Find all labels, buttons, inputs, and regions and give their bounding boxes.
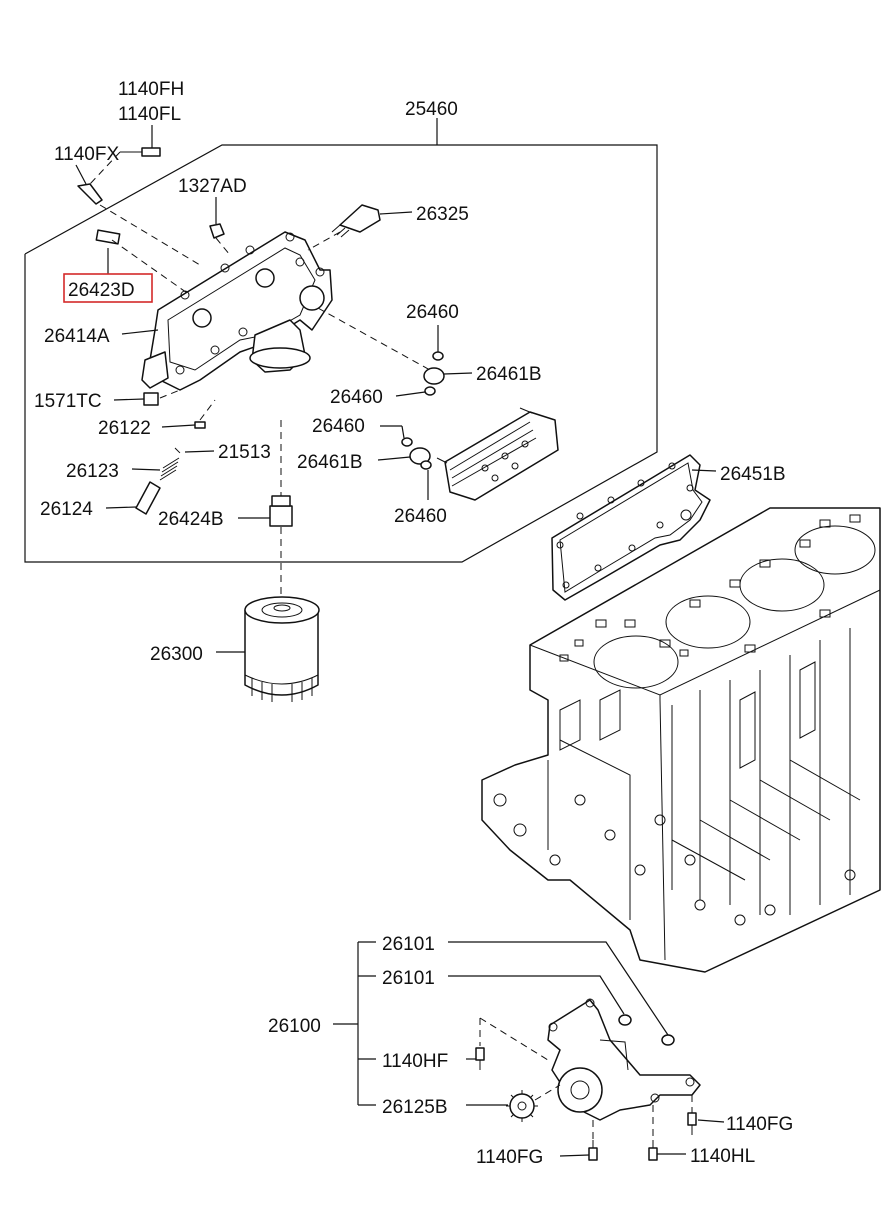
fitting-26424b (269, 495, 293, 527)
label-26124: 26124 (40, 499, 93, 520)
label-26460-lower: 26460 (312, 416, 365, 437)
valve-26124 (135, 481, 161, 515)
label-26123: 26123 (66, 461, 119, 482)
label-26100: 26100 (268, 1016, 321, 1037)
label-26101-b: 26101 (382, 968, 435, 989)
label-1327ad: 1327AD (178, 176, 247, 197)
highlight-box-26423d (63, 273, 153, 303)
label-26414a: 26414A (44, 326, 110, 347)
label-1140hl: 1140HL (690, 1146, 755, 1167)
o-ring (424, 386, 436, 396)
label-26461b-lower: 26461B (297, 452, 363, 473)
o-ring (401, 437, 413, 447)
pin-26122 (194, 421, 206, 429)
o-ring (423, 367, 445, 385)
label-1140fh: 1140FH (118, 79, 184, 100)
label-26460-mid: 26460 (330, 387, 383, 408)
bolt-1140fx (77, 183, 103, 205)
label-21513: 21513 (218, 442, 271, 463)
bolt-26423d (95, 229, 121, 245)
spring-26123 (159, 457, 180, 481)
nut-1327ad (209, 223, 225, 239)
part-labels: 25460 1140FH 1140FL 1140FX 1327AD 26325 … (34, 79, 793, 1168)
label-26122: 26122 (98, 418, 151, 439)
label-1140fl: 1140FL (118, 104, 181, 125)
engine-block-illustration (481, 507, 881, 973)
oil-cooler-assembly-boundary (24, 144, 658, 563)
label-1140fg-right: 1140FG (726, 1114, 793, 1135)
plug-1571tc (143, 392, 159, 406)
oil-cooler-core (436, 407, 559, 501)
label-26461b-top: 26461B (476, 364, 542, 385)
label-26300: 26300 (150, 644, 203, 665)
pump-bolts (475, 1047, 697, 1161)
oil-filter (244, 596, 320, 702)
label-26460-top: 26460 (406, 302, 459, 323)
oil-filter-housing (141, 231, 333, 391)
sensor-26325 (331, 204, 381, 238)
label-26101-a: 26101 (382, 934, 435, 955)
o-ring (432, 351, 444, 361)
o-ring (409, 447, 431, 465)
label-26424b: 26424B (158, 509, 224, 530)
pump-sprocket (506, 1090, 538, 1122)
o-ring (420, 460, 432, 470)
oil-cooler-gasket (551, 454, 711, 601)
label-25460: 25460 (405, 99, 458, 120)
label-1140fg-bottom: 1140FG (476, 1147, 543, 1168)
leader-lines (75, 118, 725, 1157)
label-26125b: 26125B (382, 1097, 448, 1118)
label-26325: 26325 (416, 204, 469, 225)
small-parts (77, 147, 445, 527)
label-1140hf: 1140HF (382, 1051, 448, 1072)
label-1140fx: 1140FX (54, 144, 119, 165)
bolt-1140fl (120, 147, 161, 157)
oil-pump (547, 998, 701, 1121)
alignment-lines (89, 151, 693, 1140)
label-26423d: 26423D (68, 280, 135, 301)
label-26460-bottom: 26460 (394, 506, 447, 527)
label-26451b: 26451B (720, 464, 786, 485)
label-1571tc: 1571TC (34, 391, 102, 412)
